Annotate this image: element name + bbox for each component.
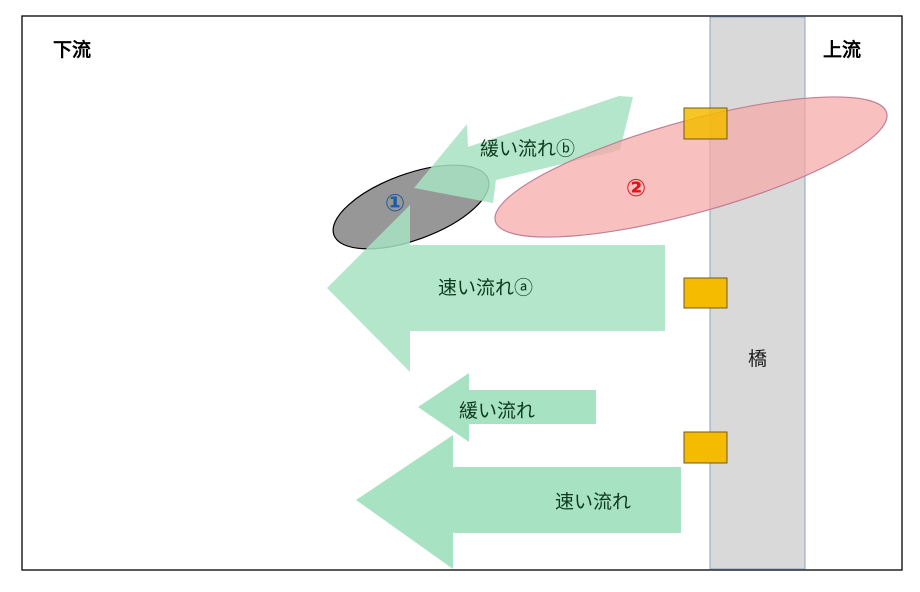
bridge-pier-3 [683, 431, 728, 464]
slow-flow-arrow [418, 373, 596, 442]
slow-flow-b-label: 緩い流れⓑ [480, 138, 575, 160]
downstream-label: 下流 [53, 38, 91, 61]
fast-flow-a-arrow [327, 205, 665, 372]
bridge-pier-1 [683, 107, 728, 140]
bridge-pier-2 [683, 277, 728, 309]
fast-flow-label: 速い流れ [555, 491, 631, 513]
fast-flow-arrow [356, 435, 681, 569]
slow-flow-b-arrow [414, 96, 633, 203]
upstream-label: 上流 [823, 38, 861, 61]
zone-2-ellipse [494, 96, 888, 238]
fast-flow-a-label: 速い流れⓐ [438, 277, 533, 299]
bridge-label: 橋 [748, 348, 767, 370]
slow-flow-label: 緩い流れ [459, 400, 535, 422]
zone-1-marker: ① [385, 189, 405, 217]
zone-2-marker: ② [626, 174, 646, 202]
